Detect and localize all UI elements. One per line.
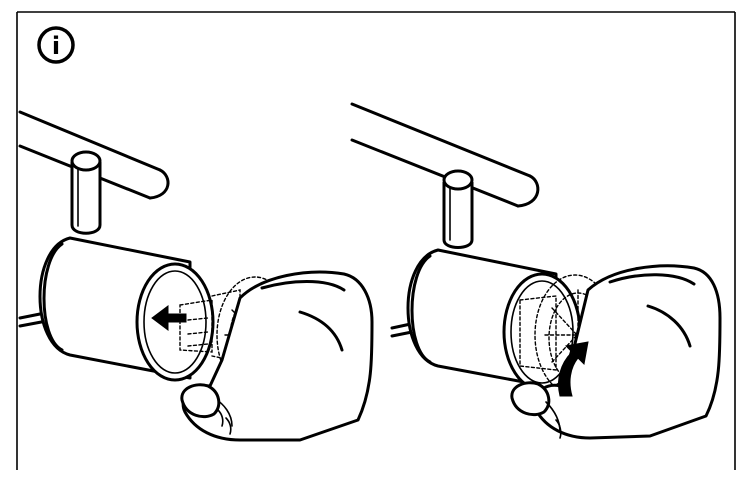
info-icon: i: [37, 26, 75, 64]
hand-right: [510, 264, 722, 440]
track-adapter: [70, 150, 102, 235]
track-rail-right: [350, 102, 540, 208]
spotlight-housing-right: [406, 248, 582, 392]
info-glyph: i: [52, 32, 60, 60]
straight-arrow-icon: [151, 305, 187, 331]
spotlight-housing: [38, 236, 215, 382]
panel-insert-bulb: [18, 110, 374, 442]
hand: [180, 270, 374, 442]
panel-twist-bulb: [350, 102, 722, 440]
track-adapter-right: [442, 169, 474, 249]
curved-arrow-icon: [558, 341, 589, 397]
